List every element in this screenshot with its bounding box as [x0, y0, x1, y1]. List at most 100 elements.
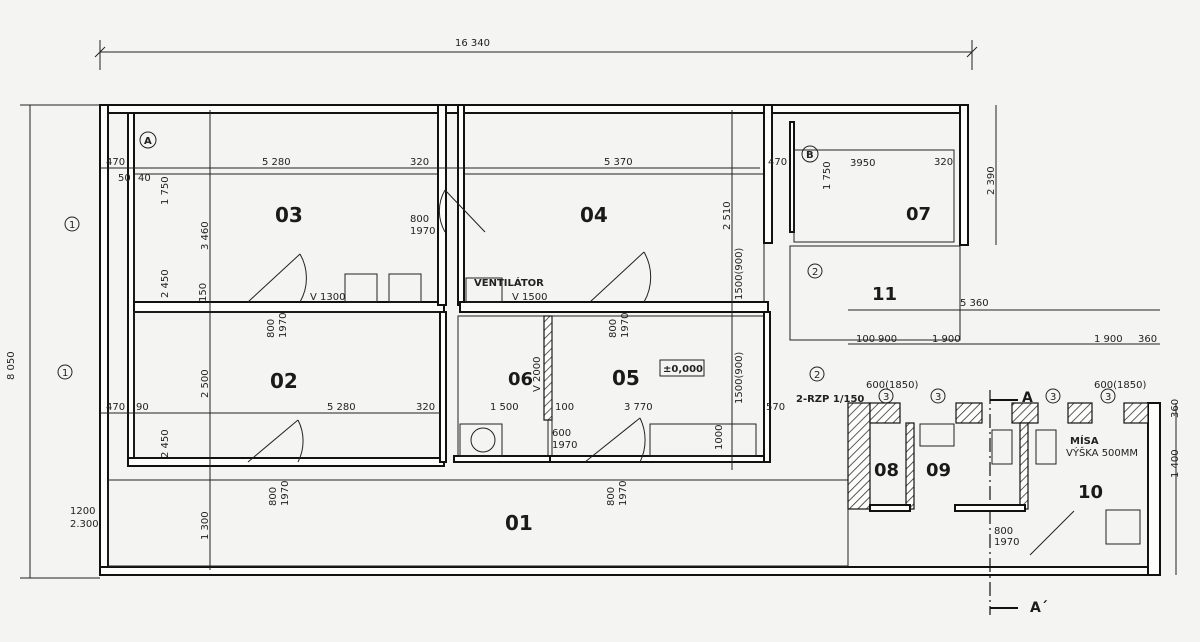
- svg-text:1970: 1970: [620, 313, 631, 338]
- svg-text:2 500: 2 500: [200, 369, 211, 398]
- v1500-label: V 1500: [512, 292, 547, 303]
- svg-text:100: 100: [555, 402, 574, 413]
- svg-text:1 400: 1 400: [1170, 449, 1181, 478]
- svg-text:320: 320: [934, 157, 953, 168]
- svg-text:2: 2: [814, 370, 820, 381]
- svg-text:1 750: 1 750: [160, 176, 171, 205]
- svg-text:3: 3: [883, 392, 889, 403]
- axis-b-label: B: [806, 150, 814, 161]
- rzp-label: 2-RZP 1/150: [796, 394, 864, 405]
- room-11[interactable]: 11: [789, 245, 961, 341]
- room-label-10: 10: [1078, 482, 1103, 503]
- misa-label: MÍSA: [1070, 434, 1099, 447]
- room-label-08: 08: [874, 460, 899, 481]
- svg-text:5 280: 5 280: [262, 157, 291, 168]
- svg-text:1 300: 1 300: [200, 511, 211, 540]
- svg-text:1970: 1970: [994, 537, 1019, 548]
- svg-text:900: 900: [878, 334, 897, 345]
- interior-dimensions: 5 280 320 5 370 470 470 320 5 280 320 47…: [70, 105, 1181, 575]
- right-wing: [847, 402, 1149, 512]
- room-08[interactable]: 08: [874, 460, 899, 481]
- svg-text:800: 800: [606, 487, 617, 506]
- room-04[interactable]: 04: [457, 104, 773, 313]
- svg-text:1 900: 1 900: [932, 334, 961, 345]
- svg-text:320: 320: [410, 157, 429, 168]
- svg-text:2.300: 2.300: [70, 519, 99, 530]
- svg-text:800: 800: [266, 319, 277, 338]
- svg-text:1500(900): 1500(900): [734, 352, 745, 404]
- v1300-label: V 1300: [310, 292, 345, 303]
- svg-text:570: 570: [766, 402, 785, 413]
- svg-text:1: 1: [62, 368, 68, 379]
- room-09[interactable]: 09: [926, 460, 951, 481]
- overall-width-dimension: 16 340: [94, 38, 978, 70]
- svg-text:470: 470: [106, 157, 125, 168]
- window-type-markers: 1 1 2 2 3 3 3 3: [57, 216, 1116, 404]
- fixtures: [344, 273, 1141, 545]
- svg-text:800: 800: [994, 526, 1013, 537]
- svg-text:40: 40: [138, 173, 151, 184]
- svg-text:2: 2: [812, 267, 818, 278]
- room-label-02: 02: [270, 369, 298, 393]
- room-label-09: 09: [926, 460, 951, 481]
- svg-text:1: 1: [69, 220, 75, 231]
- room-03[interactable]: 03: [133, 104, 447, 313]
- svg-text:5 280: 5 280: [327, 402, 356, 413]
- room07-width-label: 3950: [850, 158, 875, 169]
- room-10[interactable]: 10 MÍSA VÝŠKA 500MM: [1066, 434, 1138, 503]
- svg-text:1200: 1200: [70, 506, 95, 517]
- svg-text:360: 360: [1170, 399, 1181, 418]
- svg-text:3: 3: [1105, 392, 1111, 403]
- svg-text:150: 150: [198, 283, 209, 302]
- section-a-prime-label: A´: [1030, 600, 1048, 616]
- room-label-07: 07: [906, 204, 931, 225]
- room-label-04: 04: [580, 203, 608, 227]
- svg-text:2 510: 2 510: [722, 201, 733, 230]
- svg-text:5 360: 5 360: [960, 298, 989, 309]
- room-label-11: 11: [872, 284, 897, 305]
- room-label-06: 06: [508, 369, 533, 390]
- zero-level-label: ±0,000: [663, 364, 703, 375]
- axis-a-label: A: [144, 136, 152, 147]
- v2000-label: V 2000: [532, 357, 543, 392]
- svg-text:2 450: 2 450: [160, 269, 171, 298]
- svg-text:3: 3: [935, 392, 941, 403]
- ventilator-label: VENTILÁTOR: [474, 276, 544, 289]
- svg-text:800: 800: [410, 214, 429, 225]
- room-01[interactable]: 01: [107, 479, 849, 567]
- svg-text:100: 100: [856, 334, 875, 345]
- doors: 800 1970 800 1970 800 1970 800 1970 800 …: [247, 189, 1075, 556]
- outer-walls: [99, 104, 1161, 576]
- overall-width-label: 16 340: [455, 38, 490, 49]
- svg-text:1970: 1970: [278, 313, 289, 338]
- room-label-01: 01: [505, 511, 533, 535]
- section-a-label: A: [1022, 390, 1033, 406]
- svg-text:2 450: 2 450: [160, 429, 171, 458]
- axis-a-marker: [139, 131, 157, 149]
- svg-text:1970: 1970: [552, 440, 577, 451]
- svg-text:90: 90: [136, 402, 149, 413]
- svg-text:470: 470: [768, 157, 787, 168]
- room-label-05: 05: [612, 366, 640, 390]
- room-02[interactable]: 02: [127, 311, 447, 467]
- svg-text:600(1850): 600(1850): [866, 380, 918, 391]
- svg-text:3 460: 3 460: [200, 221, 211, 250]
- svg-text:600: 600: [552, 428, 571, 439]
- svg-text:1 500: 1 500: [490, 402, 519, 413]
- svg-text:50: 50: [118, 173, 131, 184]
- svg-text:1 900: 1 900: [1094, 334, 1123, 345]
- svg-text:1970: 1970: [280, 481, 291, 506]
- svg-text:800: 800: [268, 487, 279, 506]
- svg-text:470: 470: [106, 402, 125, 413]
- svg-text:360: 360: [1138, 334, 1157, 345]
- svg-text:1970: 1970: [410, 226, 435, 237]
- room-label-03: 03: [275, 203, 303, 227]
- svg-text:600(1850): 600(1850): [1094, 380, 1146, 391]
- room-07[interactable]: 07 B 3950: [789, 121, 955, 243]
- svg-text:3 770: 3 770: [624, 402, 653, 413]
- room-05[interactable]: 05 ±0,000: [549, 311, 771, 463]
- section-line-a: A A´: [989, 390, 1048, 616]
- svg-text:800: 800: [608, 319, 619, 338]
- vyska-label: VÝŠKA 500MM: [1066, 446, 1138, 459]
